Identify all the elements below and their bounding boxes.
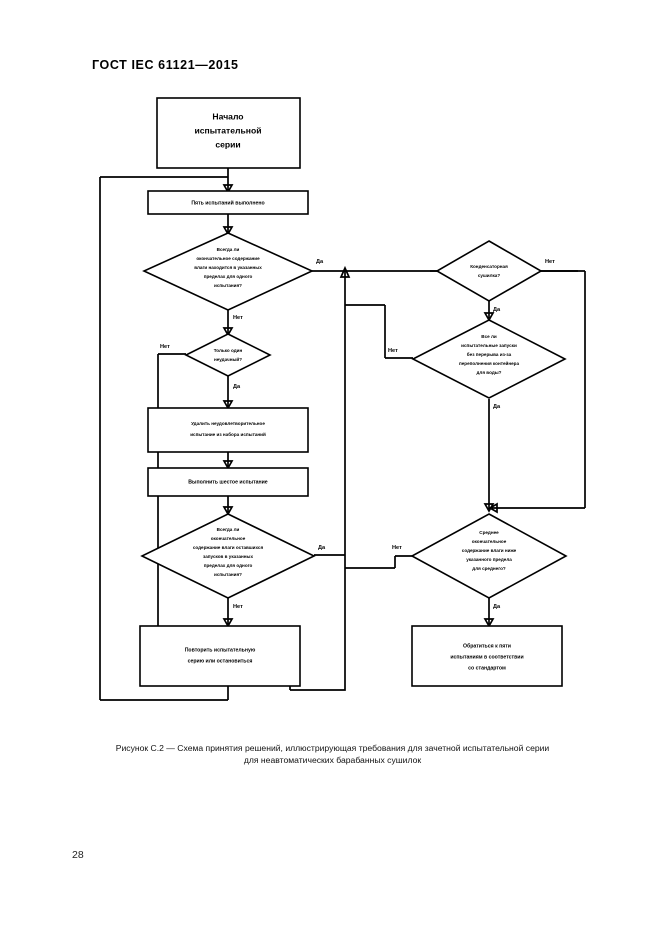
repeat-line1: Повторить испытательную bbox=[185, 647, 256, 653]
edge-label-d2-no: Нет bbox=[160, 344, 170, 350]
node-decision-average-moisture[interactable]: Среднее окончательное содержание влаги н… bbox=[410, 513, 568, 599]
d1-line1: Всегда ли bbox=[217, 247, 240, 252]
d3-line4: запусков в указанных bbox=[203, 554, 254, 559]
node-run-sixth-test[interactable]: Выполнить шестое испытание bbox=[147, 467, 309, 497]
figure-caption-line2: для неавтоматических барабанных сушилок bbox=[243, 755, 422, 765]
arrowhead bbox=[222, 226, 234, 236]
arrowhead bbox=[483, 312, 495, 322]
di-line5: для воды? bbox=[477, 370, 502, 375]
d1-line2: окончательное содержание bbox=[196, 256, 260, 261]
dc-line1: Конденсаторная bbox=[470, 264, 508, 269]
node-remove-test[interactable]: Удалить неудовлетворительное испытание и… bbox=[147, 407, 309, 453]
dc-line2: сушилка? bbox=[478, 273, 501, 278]
node-decision-condenser-dryer[interactable]: Конденсаторная сушилка? bbox=[435, 240, 543, 302]
d3-line5: пределах для одного bbox=[204, 563, 253, 568]
d2-line1: Только один bbox=[214, 348, 243, 353]
edge-label-avg-no: Нет bbox=[392, 545, 402, 551]
di-line4: переполнения контейнера bbox=[459, 360, 520, 366]
node-decision-moisture-single[interactable]: Всегда ли окончательное содержание влаги… bbox=[142, 232, 314, 311]
arrowhead bbox=[483, 503, 495, 513]
da-line3: содержание влаги ниже bbox=[462, 548, 517, 553]
d1-line5: испытания? bbox=[214, 283, 242, 288]
edge-label-interrupt-no: Нет bbox=[388, 348, 398, 354]
page-number: 28 bbox=[72, 849, 84, 861]
remove-test-line2: испытание из набора испытаний bbox=[190, 431, 266, 437]
repeat-line2: серию или остановиться bbox=[188, 658, 253, 664]
d3-line1: Всегда ли bbox=[217, 527, 240, 532]
arrowhead bbox=[222, 184, 234, 194]
d3-line6: испытания? bbox=[214, 572, 242, 577]
di-line3: без перерыва из-за bbox=[467, 351, 512, 357]
d2-line2: неудачный? bbox=[214, 356, 242, 362]
da-line2: окончательное bbox=[472, 539, 507, 544]
d1-line4: пределах для одного bbox=[204, 274, 253, 279]
di-line1: Все ли bbox=[481, 334, 497, 339]
node-start-line1: Начало bbox=[212, 111, 243, 121]
node-repeat-or-stop[interactable]: Повторить испытательную серию или остано… bbox=[139, 625, 301, 687]
d3-line3: содержание влаги оставшихся bbox=[193, 545, 264, 550]
arrowhead bbox=[222, 618, 234, 628]
edge-label-d3-no: Нет bbox=[233, 604, 243, 610]
arrowhead bbox=[483, 618, 495, 628]
edge-label-d2-yes: Да bbox=[233, 384, 241, 390]
edge-label-cond-yes: Да bbox=[493, 307, 501, 313]
node-decision-only-one-fail[interactable]: Только один неудачный? bbox=[184, 333, 272, 377]
arrowhead bbox=[222, 400, 234, 410]
node-start-line3: серии bbox=[215, 139, 240, 149]
edge-label-interrupt-yes: Да bbox=[493, 404, 501, 410]
di-line2: испытательные запуски bbox=[461, 343, 517, 348]
figure-caption-line1: Рисунок С.2 — Схема принятия решений, ил… bbox=[115, 743, 550, 753]
da-line1: Среднее bbox=[479, 530, 499, 535]
document-header: ГОСТ IEC 61121—2015 bbox=[92, 58, 239, 72]
node-five-tests-label: Пять испытаний выполнено bbox=[191, 199, 264, 206]
d3-line2: окончательное bbox=[211, 536, 246, 541]
arrowhead bbox=[222, 460, 234, 470]
edge-label-d1-no: Нет bbox=[233, 315, 243, 321]
arrowhead bbox=[488, 502, 498, 514]
node-decision-no-interruption[interactable]: Все ли испытательные запуски без перерыв… bbox=[411, 319, 567, 399]
node-refer-five-tests[interactable]: Обратиться к пяти испытаниям в соответст… bbox=[411, 625, 563, 687]
refer-line1: Обратиться к пяти bbox=[463, 642, 511, 649]
refer-line2: испытаниям в соответствии bbox=[450, 654, 523, 660]
da-line5: для среднего? bbox=[472, 566, 506, 571]
arrowhead bbox=[222, 506, 234, 516]
figure-caption: Рисунок С.2 — Схема принятия решений, ил… bbox=[60, 742, 605, 766]
d1-line3: влаги находится в указанных bbox=[194, 265, 262, 270]
decision-flowchart: Начало испытательной серии Пять испытани… bbox=[99, 97, 586, 701]
edge-label-d3-yes: Да bbox=[318, 545, 326, 551]
node-start-line2: испытательной bbox=[194, 125, 261, 135]
da-line4: указанного предела bbox=[466, 557, 512, 562]
refer-line3: со стандартом bbox=[468, 665, 506, 671]
run-sixth-label: Выполнить шестое испытание bbox=[188, 479, 268, 485]
arrowhead bbox=[339, 265, 351, 278]
edge-label-cond-no: Нет bbox=[545, 259, 555, 265]
edge-merge-bottom-hook bbox=[290, 575, 346, 691]
arrowhead bbox=[222, 327, 234, 337]
edge-label-avg-yes: Да bbox=[493, 604, 501, 610]
remove-test-line1: Удалить неудовлетворительное bbox=[191, 421, 265, 426]
edge-label-d1-yes: Да bbox=[316, 259, 324, 265]
node-decision-remaining-runs[interactable]: Всегда ли окончательное содержание влаги… bbox=[140, 513, 316, 599]
node-start[interactable]: Начало испытательной серии bbox=[156, 97, 301, 169]
node-five-tests-done[interactable]: Пять испытаний выполнено bbox=[147, 190, 309, 215]
